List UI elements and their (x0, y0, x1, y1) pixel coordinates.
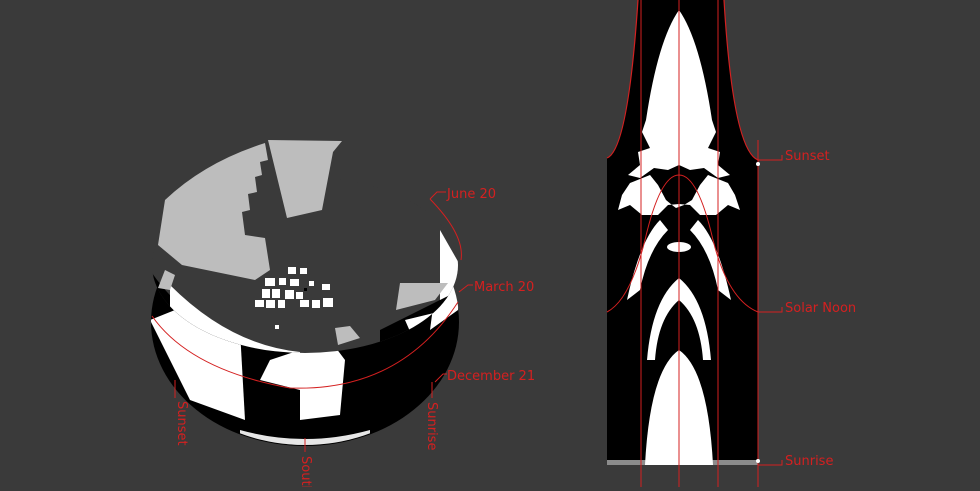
sunrise-marker (756, 459, 760, 463)
label-december: December 21 (447, 369, 535, 384)
sun-hours-chart[interactable] (600, 0, 782, 487)
label-march: March 20 (474, 280, 534, 295)
chart-leaders (758, 155, 782, 465)
label-dome-sunrise: Sunrise (424, 402, 439, 450)
label-chart-sunset: Sunset (785, 149, 830, 164)
label-dome-south: South (298, 456, 313, 487)
label-chart-sunrise: Sunrise (785, 454, 833, 469)
sunset-marker (756, 162, 760, 166)
label-chart-solar-noon: Solar Noon (785, 301, 856, 316)
chart-field (600, 0, 770, 470)
label-june: June 20 (446, 187, 496, 202)
label-dome-sunset: Sunset (174, 401, 189, 446)
